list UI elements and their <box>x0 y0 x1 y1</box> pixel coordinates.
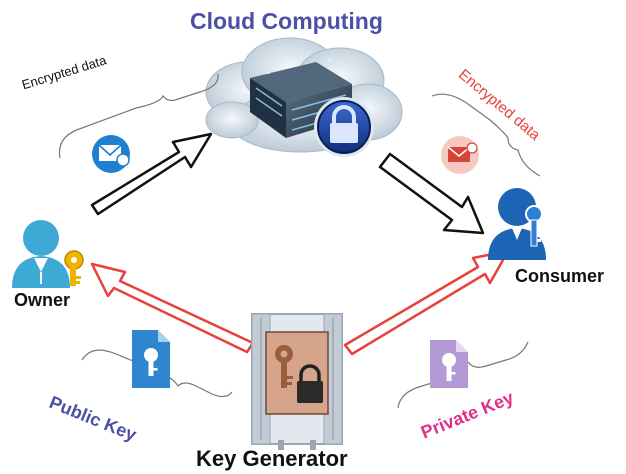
email-icon-right <box>441 136 479 174</box>
consumer-person-icon <box>488 188 546 260</box>
public-key-file-icon <box>132 330 170 388</box>
diagram-title: Cloud Computing <box>190 8 383 34</box>
brace-public-key <box>81 349 233 398</box>
key-generator-label: Key Generator <box>196 446 348 471</box>
owner-person-icon <box>12 220 84 288</box>
arrow-cloud-to-consumer <box>378 152 485 235</box>
private-key-file-icon <box>430 340 468 388</box>
key-generator-lock-icon <box>251 313 343 450</box>
brace-encrypted-left <box>58 73 219 159</box>
arrow-owner-to-cloud <box>90 132 213 216</box>
consumer-label: Consumer <box>515 266 605 286</box>
arrow-keygen-to-consumer <box>343 249 510 356</box>
arrow-keygen-to-owner <box>90 262 255 354</box>
cloud-server-lock-icon <box>205 37 403 157</box>
owner-label: Owner <box>14 290 71 310</box>
email-icon-left <box>92 135 130 173</box>
brace-encrypted-right <box>431 93 541 177</box>
